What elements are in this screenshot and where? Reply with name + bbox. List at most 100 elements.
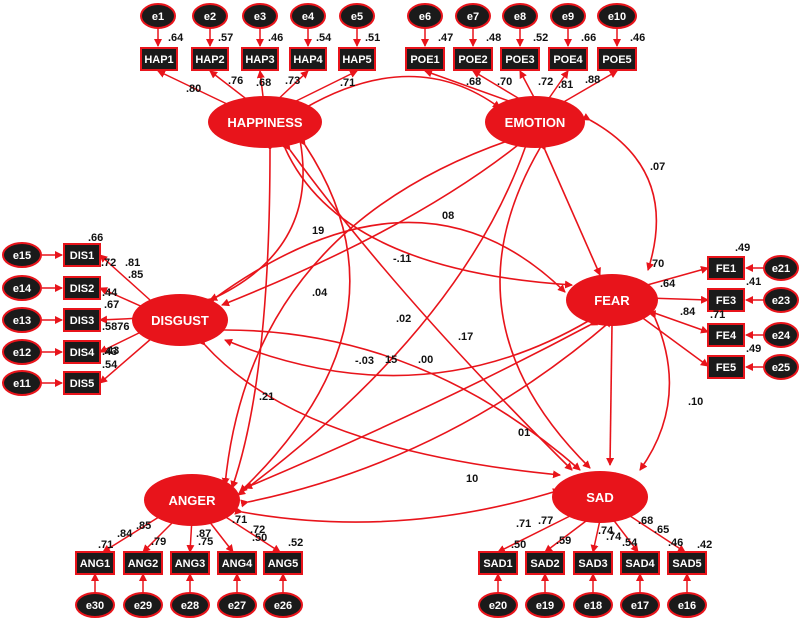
r2-value: .71 — [710, 309, 725, 321]
error-label: e12 — [13, 347, 31, 359]
correlation-value: .02 — [396, 313, 411, 325]
correlation-value: 19 — [312, 225, 324, 237]
loading-values: .80 .76 .68 .73 .71 .68 .70 .72 .81 .88 … — [101, 74, 696, 540]
loading-value: .74 — [598, 525, 614, 537]
indicator-label: DIS4 — [70, 347, 95, 359]
error-e23: e23 — [763, 287, 799, 313]
indicator-label: ANG1 — [80, 558, 111, 570]
correlation-value: -.03 — [355, 355, 374, 367]
cov-happiness-anger — [230, 142, 275, 489]
r2-value: .52 — [533, 32, 548, 44]
loading-value: .72 — [538, 76, 553, 88]
r2-value: .46 — [268, 32, 283, 44]
indicator-label: SAD1 — [483, 558, 512, 570]
r2-value: .41 — [746, 276, 761, 288]
loading-value: .76 — [228, 75, 243, 87]
correlation-value: .17 — [458, 331, 473, 343]
cov-emotion-anger-3 — [221, 133, 518, 486]
indicator-label: ANG5 — [268, 558, 299, 570]
correlation-value: 08 — [442, 210, 454, 222]
correlation-value: .07 — [650, 161, 665, 173]
error-label: e16 — [678, 600, 696, 612]
error-label: e8 — [514, 11, 526, 23]
indicator-poe3: POE3 — [500, 47, 540, 71]
r2-value: .66 — [581, 32, 596, 44]
correlation-value: 01 — [518, 427, 530, 439]
indicator-hap5: HAP5 — [338, 47, 376, 71]
correlation-values: .07 08 19 -.11 .04 .02 .17 -.03 .21 15 .… — [259, 161, 703, 485]
indicator-sad3: SAD3 — [573, 551, 613, 575]
error-label: e4 — [302, 11, 315, 23]
r2-value: .74 — [606, 531, 622, 543]
error-e10: e10 — [597, 3, 637, 29]
error-label: e19 — [536, 600, 554, 612]
indicator-ang3: ANG3 — [170, 551, 210, 575]
error-label: e10 — [608, 11, 626, 23]
r2-value: .71 — [98, 539, 113, 551]
indicator-label: FE4 — [716, 330, 737, 342]
indicator-label: DIS5 — [70, 378, 94, 390]
indicator-label: SAD4 — [625, 558, 655, 570]
error-e16: e16 — [667, 592, 707, 618]
error-label: e11 — [13, 378, 31, 390]
loading-value: .85 — [136, 520, 151, 532]
indicator-ang4: ANG4 — [217, 551, 257, 575]
indicator-fe3: FE3 — [707, 288, 745, 312]
cov-fear-sad — [606, 317, 617, 466]
indicator-label: FE1 — [716, 263, 736, 275]
r2-value: .5876 — [102, 321, 130, 333]
latent-label-disgust: DISGUST — [151, 313, 209, 328]
error-e30: e30 — [75, 592, 115, 618]
error-e6: e6 — [407, 3, 443, 29]
indicator-hap4: HAP4 — [289, 47, 327, 71]
loading-value: .81 — [125, 257, 140, 269]
error-e2: e2 — [192, 3, 228, 29]
latent-label-emotion: EMOTION — [505, 115, 566, 130]
loading-value: .68 — [638, 515, 653, 527]
loading-value: .84 — [680, 306, 696, 318]
loading-value: .88 — [585, 74, 600, 86]
loading-value: .64 — [660, 278, 676, 290]
error-label: e29 — [134, 600, 152, 612]
latent-disgust: DISGUST — [132, 294, 228, 346]
r2-value: .49 — [746, 343, 761, 355]
error-e11: e11 — [2, 370, 42, 396]
indicator-hap1: HAP1 — [140, 47, 178, 71]
r2-value: .54 — [102, 359, 118, 371]
indicator-label: FE5 — [716, 362, 736, 374]
r2-value: .66 — [88, 232, 103, 244]
latent-label-sad: SAD — [586, 490, 613, 505]
loading-value: .81 — [558, 79, 573, 91]
loading-value: .68 — [256, 77, 271, 89]
indicator-ang2: ANG2 — [123, 551, 163, 575]
indicator-label: DIS2 — [70, 283, 94, 295]
error-e19: e19 — [525, 592, 565, 618]
error-paths — [42, 28, 765, 592]
correlation-value: .00 — [418, 354, 433, 366]
error-label: e7 — [467, 11, 479, 23]
indicator-sad1: SAD1 — [478, 551, 518, 575]
error-label: e3 — [254, 11, 266, 23]
error-e15: e15 — [2, 242, 42, 268]
r2-value: .59 — [556, 535, 571, 547]
indicator-poe5: POE5 — [597, 47, 637, 71]
error-e26: e26 — [263, 592, 303, 618]
error-e18: e18 — [573, 592, 613, 618]
correlation-value: .10 — [688, 396, 703, 408]
error-label: e17 — [631, 600, 649, 612]
r2-value: .47 — [438, 32, 453, 44]
latent-emotion: EMOTION — [485, 96, 585, 148]
r2-value: .46 — [630, 32, 645, 44]
cov-happiness-emotion — [296, 75, 501, 115]
correlation-value: -.11 — [393, 253, 411, 265]
r2-value: .49 — [735, 242, 750, 254]
loading-value: .72 — [250, 524, 265, 536]
loading-value: .72 — [101, 257, 116, 269]
r2-value: .75 — [198, 536, 213, 548]
error-label: e14 — [13, 283, 32, 295]
loading-value: .73 — [285, 75, 300, 87]
correlation-value: 10 — [466, 473, 478, 485]
cov-emotion-fear — [581, 113, 658, 271]
correlation-value: 15 — [385, 354, 397, 366]
